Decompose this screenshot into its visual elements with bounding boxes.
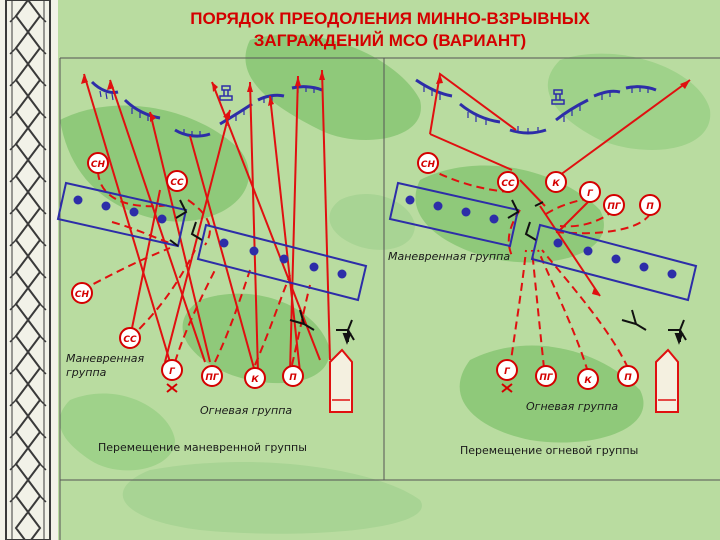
right-route-arrows xyxy=(436,74,690,296)
svg-text:ПГ: ПГ xyxy=(539,373,554,383)
right-unit-pg-top: ПГ xyxy=(603,194,625,216)
left-panel: СН СС СН СС Г ПГ К П xyxy=(56,69,368,413)
svg-text:ПГ: ПГ xyxy=(205,373,220,383)
left-unit-ss2: СС xyxy=(119,327,141,349)
right-passage-marks xyxy=(507,199,544,241)
left-vehicle-symbols xyxy=(289,309,355,345)
right-mine-ticks xyxy=(423,86,649,134)
right-panel: СН СС К Г ПГ П Г ПГ xyxy=(388,72,698,413)
svg-text:К: К xyxy=(552,179,560,189)
left-maneuver-group-label: Маневренная группа xyxy=(66,352,145,379)
right-maneuver-group-label: Маневренная группа xyxy=(388,250,511,263)
left-caption: Перемещение маневренной группы xyxy=(98,441,307,454)
right-unit-k-top: К xyxy=(545,171,567,193)
svg-text:СС: СС xyxy=(170,178,184,188)
page-title-line-2: ЗАГРАЖДЕНИЙ МСО (ВАРИАНТ) xyxy=(253,31,527,50)
ornament-border xyxy=(0,0,58,540)
svg-text:К: К xyxy=(251,375,259,385)
mine-icon xyxy=(551,89,565,105)
svg-text:К: К xyxy=(584,376,592,386)
left-unit-sn2: СН xyxy=(71,282,93,304)
right-unit-g: Г xyxy=(496,359,518,393)
right-block-1 xyxy=(388,181,520,248)
left-routes xyxy=(83,69,331,373)
right-unit-sn: СН xyxy=(417,152,439,174)
frame xyxy=(59,57,720,540)
left-block-2 xyxy=(196,223,368,302)
right-routes xyxy=(429,72,691,297)
right-unit-p: П xyxy=(617,365,639,387)
right-unit-ss: СС xyxy=(497,171,519,193)
svg-text:СН: СН xyxy=(421,160,436,170)
svg-text:СН: СН xyxy=(91,160,106,170)
right-boat-icon xyxy=(655,348,679,413)
left-fire-group-label: Огневая группа xyxy=(200,404,293,417)
svg-text:СС: СС xyxy=(123,335,137,345)
svg-text:СН: СН xyxy=(75,290,90,300)
mine-icon xyxy=(219,85,233,101)
svg-text:СС: СС xyxy=(501,179,515,189)
left-unit-sn1: СН xyxy=(87,152,109,174)
page-title-line-1: ПОРЯДОК ПРЕОДОЛЕНИЯ МИННО-ВЗРЫВНЫХ xyxy=(190,9,590,28)
right-block-2 xyxy=(530,223,698,302)
svg-text:П: П xyxy=(646,202,654,212)
svg-text:ПГ: ПГ xyxy=(607,202,622,212)
left-boat-icon xyxy=(329,348,353,413)
left-unit-ss1: СС xyxy=(166,170,188,192)
right-unit-k: К xyxy=(577,368,599,390)
right-vehicle-symbols xyxy=(621,309,687,345)
right-unit-pg: ПГ xyxy=(535,365,557,387)
svg-text:Г: Г xyxy=(587,189,594,199)
right-caption: Перемещение огневой группы xyxy=(460,444,639,457)
svg-text:П: П xyxy=(624,373,632,383)
svg-text:П: П xyxy=(289,373,297,383)
svg-text:Г: Г xyxy=(504,367,511,377)
right-unit-g-top: Г xyxy=(579,181,601,203)
left-passage-marks xyxy=(169,199,203,247)
right-fire-group-label: Огневая группа xyxy=(526,400,619,413)
left-unit-g: Г xyxy=(161,359,183,393)
left-unit-p: П xyxy=(282,365,304,387)
right-unit-p-top: П xyxy=(639,194,661,216)
svg-text:Г: Г xyxy=(169,367,176,377)
left-route-arrows xyxy=(81,70,325,122)
left-unit-k: К xyxy=(244,367,266,389)
left-unit-pg: ПГ xyxy=(201,365,223,387)
